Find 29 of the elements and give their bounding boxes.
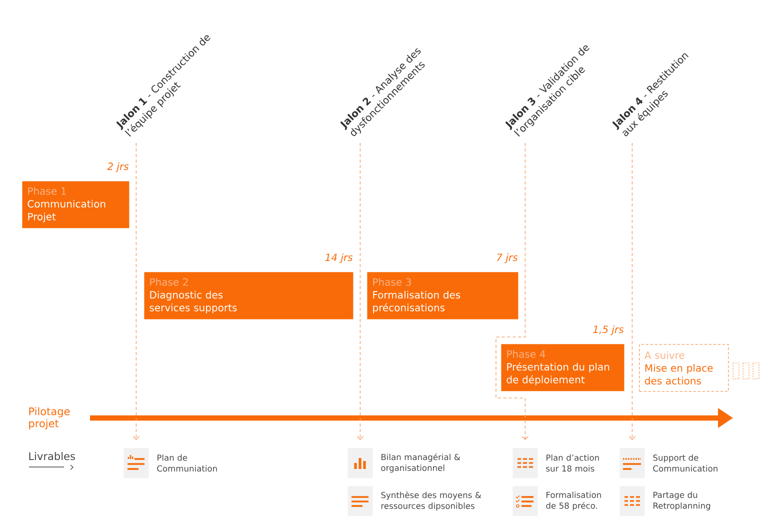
duration-label: 2 jrs [107,162,129,172]
dashed-arrow [356,142,364,440]
checklist-icon [512,486,538,516]
text-lines-icon [620,448,645,478]
deliverable-label: Synthèse des moyens & ressources dipsonibles [381,491,482,511]
bar-chart-icon [348,448,373,478]
deliverable-label: Support de Communication [653,454,718,472]
deliverable-label: Formalisation de 58 préco. [546,492,601,510]
duration-label: 1,5 jrs [593,325,624,336]
table-icon [620,486,645,516]
dashed-box: A suivre Mise en place des actions [639,344,729,392]
dashed-arrow [496,142,529,440]
document-icon [124,448,149,478]
text-lines-icon [348,486,373,516]
phase-box: Phase 4 Présentation du plan de déploiement [501,344,624,392]
dashed-arrow [628,142,636,440]
phase-box: Phase 3 Formalisation des préconisations [367,272,518,320]
deliverable-label: Bilan managérial & organisationnel [381,453,460,473]
dashed-arrow [132,142,140,440]
phase-box: Phase 1 Communication Projet [22,181,130,228]
deliverable-label: Plan de Communiation [157,454,217,472]
section-label: Livrables [29,452,75,460]
table-icon [512,448,538,478]
deliverable-label: Plan d’action sur 18 mois [546,454,599,472]
duration-label: 7 jrs [497,253,518,264]
deliverable-label: Partage du Retroplanning [654,492,710,510]
row-label: Pilotage projet [29,407,70,430]
duration-label: 14 jrs [325,253,353,264]
phase-box: Phase 2 Diagnostic des services supports [144,272,354,320]
